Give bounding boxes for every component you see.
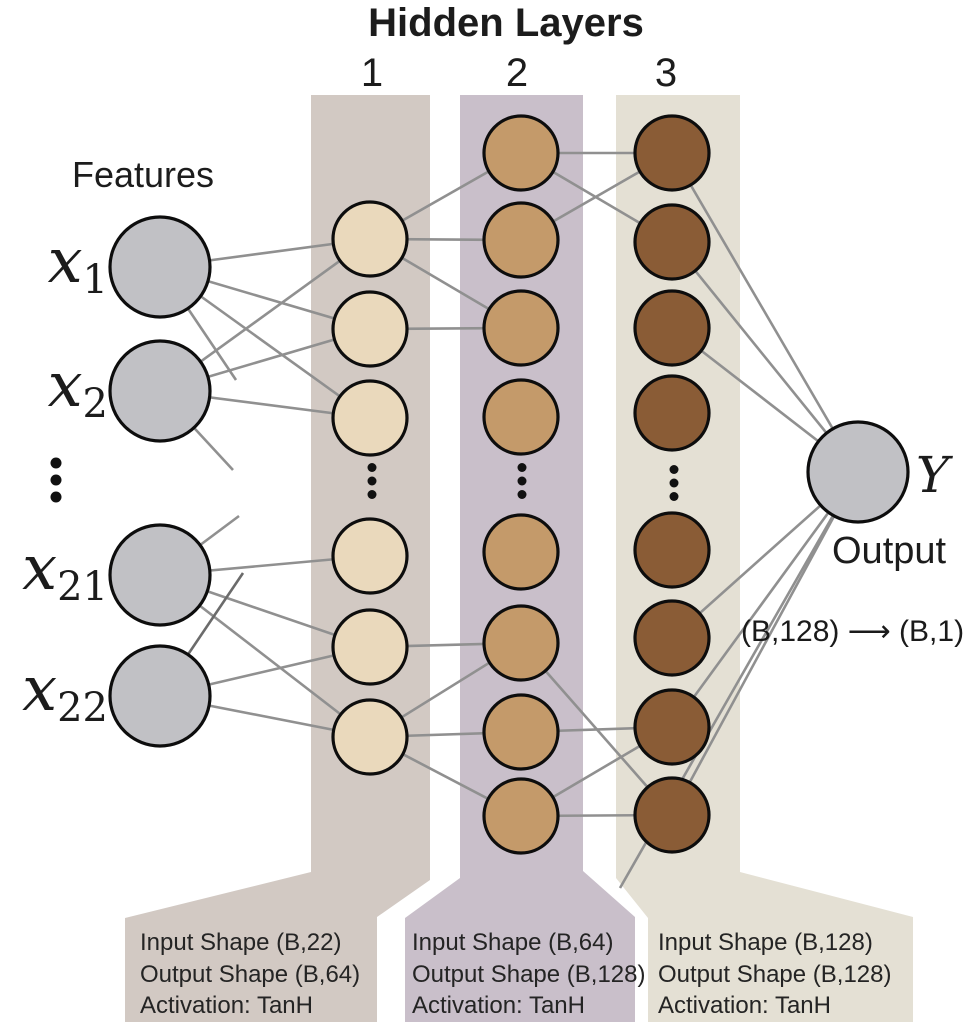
layer-number-1: 1 xyxy=(361,51,383,95)
output-node xyxy=(806,420,910,524)
layer2-info-output: Output Shape (B,128) xyxy=(412,961,645,988)
layer2-info-activation: Activation: TanH xyxy=(412,992,585,1019)
layer2-info-input: Input Shape (B,64) xyxy=(412,929,613,956)
output-variable: Y xyxy=(916,446,953,504)
feature-label-sub: 1 xyxy=(83,257,108,303)
ellipsis-dot xyxy=(517,476,527,486)
layer1-info-input: Input Shape (B,22) xyxy=(140,929,341,956)
feature-node-x1 xyxy=(108,215,212,319)
hidden-layer2-node-7 xyxy=(482,693,560,771)
feature-label-x1: x1 xyxy=(48,224,108,303)
hidden-layer2-node-2 xyxy=(482,201,560,279)
ellipsis-dot xyxy=(50,474,62,486)
feature-label-base: x xyxy=(22,652,57,725)
nodes xyxy=(108,114,910,855)
ellipsis-dot xyxy=(517,463,527,472)
ellipsis-dot xyxy=(669,478,679,488)
hidden-layer3-node-1 xyxy=(633,114,711,192)
feature-label-base: x xyxy=(48,224,83,297)
hidden-layer3-node-7 xyxy=(633,688,711,766)
hidden-layer2-node-6 xyxy=(482,604,560,682)
features-label: Features xyxy=(72,154,214,195)
feature-label-x21: x21 xyxy=(22,531,108,610)
layer3-info-output: Output Shape (B,128) xyxy=(658,961,891,988)
edge-h3-6-y xyxy=(670,471,860,728)
hidden-layer3-node-2 xyxy=(633,203,711,281)
output-shape-annotation: (B,128) ⟶ (B,1) xyxy=(741,615,964,648)
layer3-info-input: Input Shape (B,128) xyxy=(658,929,873,956)
feature-label-sub: 22 xyxy=(57,685,108,731)
hidden-layer3-node-4 xyxy=(633,374,711,452)
hidden-layer2-node-8 xyxy=(482,777,560,855)
hidden-layer1-node-6 xyxy=(331,698,409,776)
feature-node-x22 xyxy=(108,644,212,748)
layer1-info-output: Output Shape (B,64) xyxy=(140,961,360,988)
hidden-layer3-node-5 xyxy=(633,511,711,589)
hidden-layer1-node-4 xyxy=(331,517,409,595)
hidden-layer3-node-8 xyxy=(633,776,711,854)
hidden-layer1-node-1 xyxy=(331,200,409,278)
ellipsis-dot xyxy=(367,476,377,486)
feature-label-x22: x22 xyxy=(22,652,108,731)
output-label: Output xyxy=(832,530,947,572)
layer-number-3: 3 xyxy=(655,51,677,95)
hidden-layer2-node-1 xyxy=(482,114,560,192)
layer1-info-activation: Activation: TanH xyxy=(140,992,313,1019)
hidden-layer1-node-2 xyxy=(331,290,409,368)
layer3-info-activation: Activation: TanH xyxy=(658,992,831,1019)
hidden-layer1-node-5 xyxy=(331,608,409,686)
hidden-layer3-node-3 xyxy=(633,289,711,367)
hidden-layer1-node-3 xyxy=(331,379,409,457)
feature-node-x2 xyxy=(108,339,212,443)
feature-label-sub: 21 xyxy=(57,564,108,610)
feature-label-sub: 2 xyxy=(83,381,108,427)
hidden-layer2-node-3 xyxy=(482,289,560,367)
labels: Hidden Layers 1 2 3 Features x1 x2 x21 x… xyxy=(22,1,964,1019)
hidden-layer2-node-5 xyxy=(482,513,560,591)
edge-h3-7-y xyxy=(670,471,860,816)
hidden-layer3-node-6 xyxy=(633,599,711,677)
feature-label-x2: x2 xyxy=(48,348,108,427)
hidden-layer2-node-4 xyxy=(482,378,560,456)
feature-node-x21 xyxy=(108,523,212,627)
ellipsis-dot xyxy=(517,490,527,499)
ellipsis-dot xyxy=(669,465,679,474)
ellipsis-dots xyxy=(50,457,679,503)
layer-number-2: 2 xyxy=(506,51,528,95)
ellipsis-dot xyxy=(367,490,377,499)
feature-label-base: x xyxy=(48,348,83,421)
edge-h3-0-y xyxy=(670,152,860,473)
ellipsis-dot xyxy=(50,457,62,469)
ellipsis-dot xyxy=(669,492,679,501)
ellipsis-dot xyxy=(367,463,377,472)
diagram-title: Hidden Layers xyxy=(368,1,644,45)
feature-label-base: x xyxy=(22,531,57,604)
ellipsis-dot xyxy=(50,491,62,503)
